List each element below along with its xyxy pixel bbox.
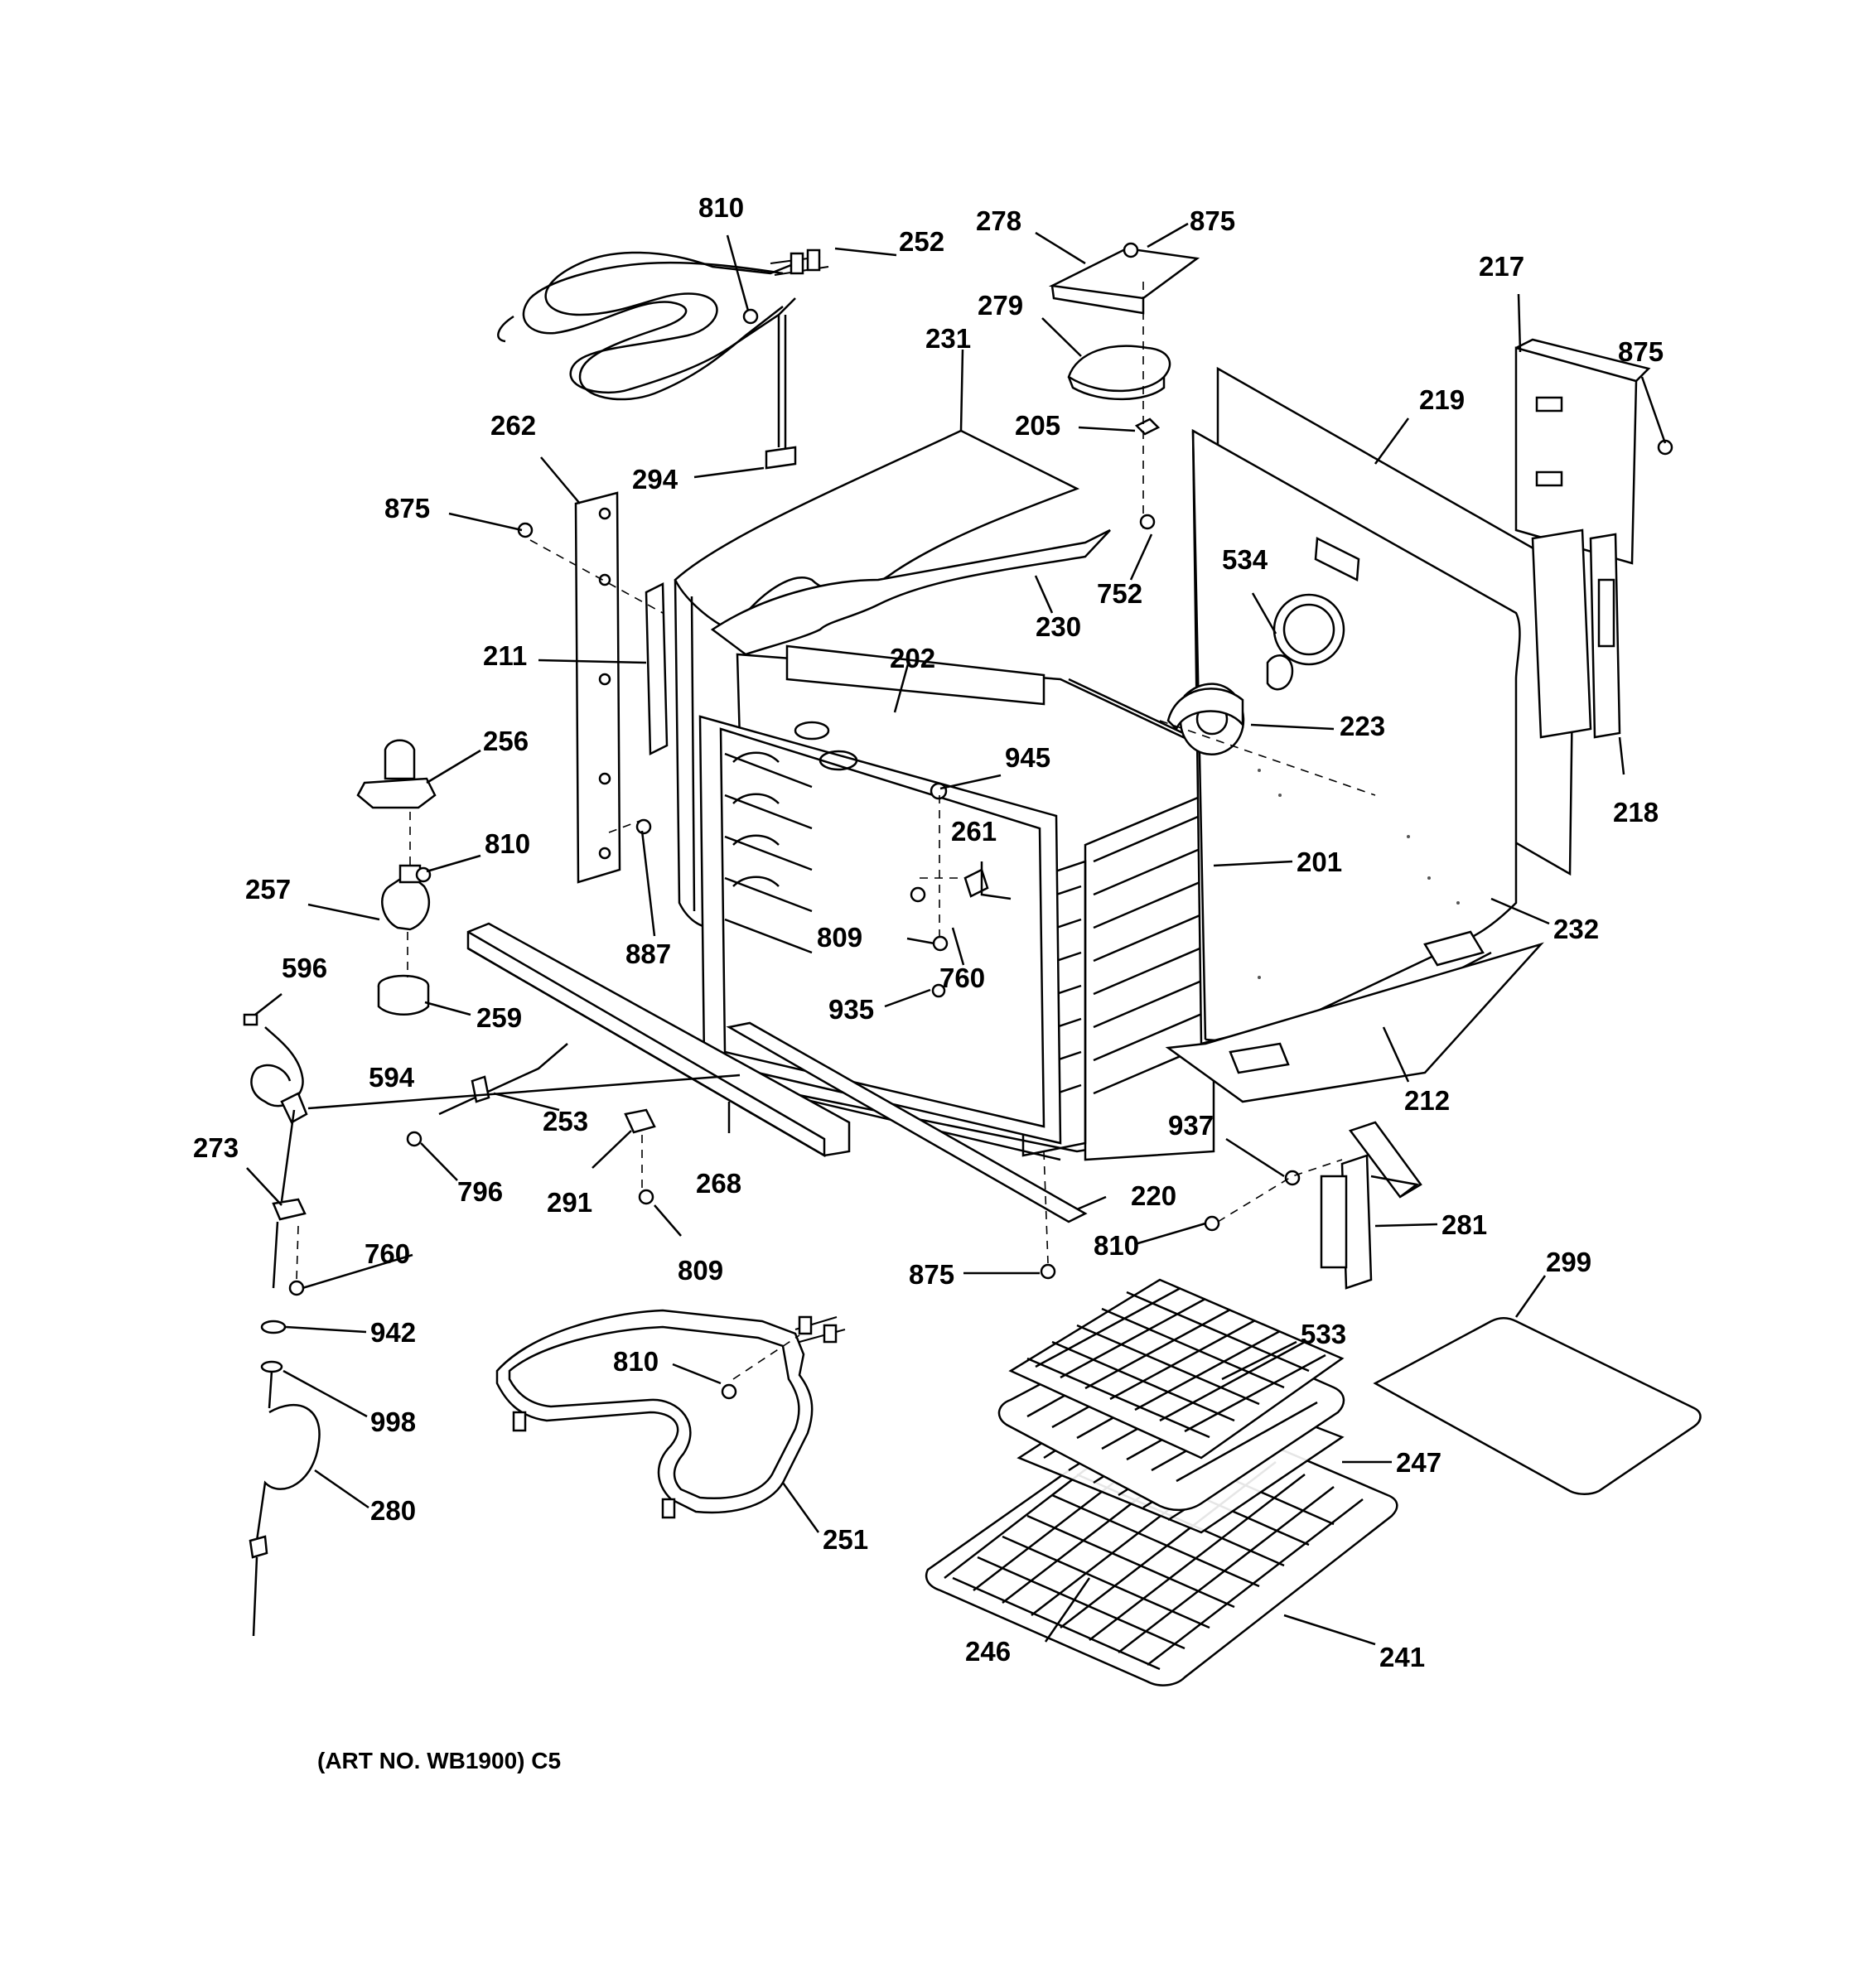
callout-937: 937 (1168, 1110, 1214, 1141)
callout-596: 596 (282, 953, 327, 983)
callout-810-mid: 810 (485, 828, 530, 859)
callout-219: 219 (1419, 384, 1465, 415)
callout-760-mid: 760 (939, 963, 985, 993)
callout-261: 261 (951, 816, 997, 847)
bottom-trim (466, 922, 1544, 1223)
callout-211: 211 (483, 640, 527, 671)
oven-back-panel (1159, 366, 1576, 1049)
callout-205: 205 (1015, 410, 1060, 441)
callout-875-right: 875 (1618, 336, 1664, 367)
callout-279: 279 (978, 290, 1023, 321)
callout-533: 533 (1301, 1319, 1346, 1349)
callout-252: 252 (899, 226, 944, 257)
bake-element (495, 1309, 846, 1519)
callout-212: 212 (1404, 1085, 1450, 1116)
leader-lines (246, 222, 1667, 1646)
callout-809-low: 809 (678, 1255, 723, 1286)
callout-223: 223 (1340, 711, 1385, 741)
callout-241: 241 (1379, 1642, 1425, 1672)
callout-935: 935 (828, 994, 874, 1025)
callout-760-low: 760 (365, 1238, 410, 1269)
callout-273: 273 (193, 1132, 239, 1163)
callout-232: 232 (1553, 914, 1599, 944)
callout-809-mid: 809 (817, 922, 862, 953)
callout-796: 796 (457, 1176, 503, 1207)
callout-268: 268 (696, 1168, 741, 1199)
callout-201: 201 (1297, 847, 1342, 877)
callout-534: 534 (1222, 544, 1268, 575)
callout-875-top: 875 (1190, 205, 1235, 236)
callout-875-bottom: 875 (909, 1259, 954, 1290)
callout-942: 942 (370, 1317, 416, 1348)
callout-253: 253 (543, 1106, 588, 1136)
callout-231: 231 (925, 323, 971, 354)
side-trim-strip (574, 491, 669, 884)
callout-810-low: 810 (1094, 1230, 1139, 1261)
callout-247: 247 (1396, 1447, 1441, 1478)
oven-light-assembly (356, 739, 437, 1016)
callout-217: 217 (1479, 251, 1524, 282)
callout-875-left: 875 (384, 493, 430, 524)
baffle-plate (1048, 247, 1200, 530)
callout-280: 280 (370, 1495, 416, 1526)
alignment-lines (296, 539, 1343, 1380)
callout-594: 594 (369, 1062, 415, 1093)
callout-299: 299 (1546, 1247, 1591, 1277)
oven-cavity (698, 644, 1215, 1161)
oven-door-panel (1373, 1317, 1702, 1495)
callout-887: 887 (625, 939, 671, 969)
callout-259: 259 (476, 1002, 522, 1033)
callout-218: 218 (1613, 797, 1659, 828)
sensor-harness (243, 1013, 321, 1637)
callout-257: 257 (245, 874, 291, 905)
door-hinge (1320, 1121, 1422, 1290)
callout-262: 262 (490, 410, 536, 441)
callout-810-bake: 810 (613, 1346, 659, 1377)
callout-294: 294 (632, 464, 678, 495)
callout-291: 291 (547, 1187, 592, 1218)
callout-230: 230 (1036, 611, 1081, 642)
callout-810-top: 810 (698, 192, 744, 223)
broil-element (497, 248, 829, 470)
callout-246: 246 (965, 1636, 1011, 1667)
callout-752: 752 (1097, 578, 1142, 609)
control-bracket (1514, 338, 1651, 739)
callout-998: 998 (370, 1407, 416, 1437)
callout-278: 278 (976, 205, 1021, 236)
callout-256: 256 (483, 726, 529, 756)
callout-281: 281 (1441, 1209, 1487, 1240)
oven-racks (925, 1278, 1398, 1686)
callout-labels: 810 252 278 875 217 279 231 875 262 205 … (193, 192, 1664, 1773)
callout-220: 220 (1131, 1180, 1176, 1211)
art-number-caption: (ART NO. WB1900) C5 (317, 1748, 561, 1773)
callout-202: 202 (890, 643, 935, 673)
callout-945: 945 (1005, 742, 1050, 773)
callout-251: 251 (823, 1524, 868, 1555)
